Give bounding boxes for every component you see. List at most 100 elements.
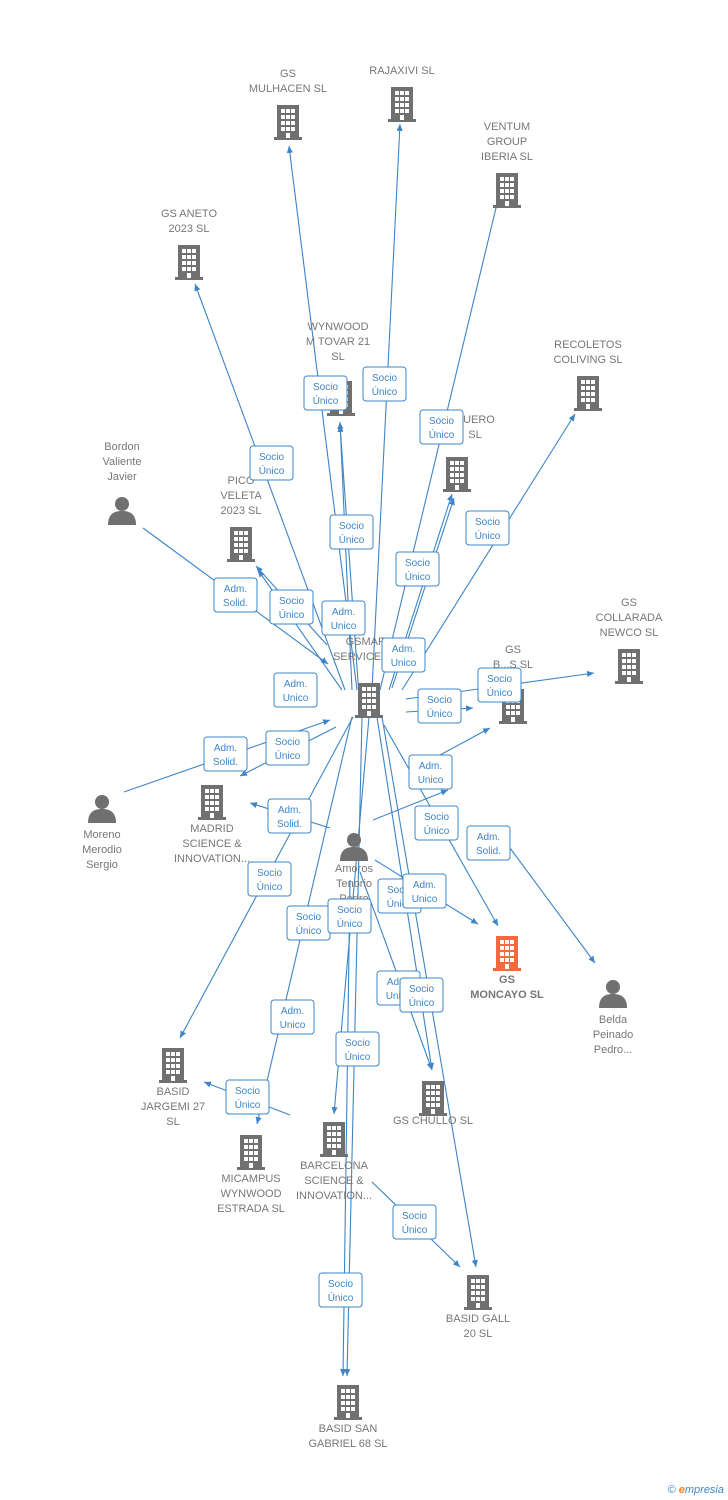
edge-label[interactable]: Adm.Unico — [402, 873, 447, 909]
edge-label-text: Socio — [313, 382, 338, 393]
edge-label-text: Adm. — [284, 679, 307, 690]
edge-label[interactable]: Adm. Unico — [381, 637, 426, 673]
edge-label-text: Único — [313, 394, 339, 407]
edge-label-text: Unico — [280, 1020, 306, 1031]
node-label: Pedro... — [594, 1044, 633, 1056]
edge-label[interactable]: Adm.Unico — [270, 999, 315, 1035]
edge-label-text: Único — [337, 917, 363, 930]
edge-label-box — [477, 667, 522, 703]
edge-label-text: Socio — [409, 984, 434, 995]
node-label: Amoros — [335, 863, 373, 875]
edge-label-text: Único — [409, 996, 435, 1009]
building-icon — [237, 1135, 265, 1170]
edge-label-text: Socio — [387, 885, 412, 896]
node-label: IBERIA SL — [481, 151, 533, 163]
edge-label-text: Socio — [279, 596, 304, 607]
edge-label-box — [225, 1079, 270, 1115]
node-rajaxivi[interactable]: RAJAXIVI SL — [369, 65, 435, 122]
node-label: GROUP — [487, 136, 527, 148]
edge-label-text: Único — [275, 749, 301, 762]
node-label: GS CHULLO SL — [393, 1115, 473, 1127]
edge-label[interactable]: Adm.Solid. — [213, 577, 258, 613]
node-label: GABRIEL 68 SL — [308, 1438, 387, 1450]
node-label: GS — [499, 974, 515, 986]
building-icon — [334, 1385, 362, 1420]
node-belda[interactable]: BeldaPeinadoPedro... — [593, 980, 633, 1056]
node-label: MADRID — [190, 823, 233, 835]
edge-label-text: Único — [405, 570, 431, 583]
edge-label[interactable]: Adm.Solid. — [466, 825, 511, 861]
edge-label-text: Único — [372, 385, 398, 398]
node-label: VENTUM — [484, 121, 530, 133]
building-icon — [443, 457, 471, 492]
brand-initial: e — [678, 1484, 685, 1496]
edge-label[interactable]: Adm.Solid. — [203, 736, 248, 772]
person-icon — [108, 497, 136, 525]
node-label: DUERO — [455, 414, 495, 426]
ownership-edge — [337, 421, 353, 691]
edge-label-text: Adm. — [392, 644, 415, 655]
edge-labels-layer: SocioÚnicoSocioÚnicoSocioÚnicoSocioÚnico… — [203, 366, 522, 1308]
node-label: 2023 SL — [169, 223, 210, 235]
node-amoros[interactable]: AmorosTenorioPedro — [335, 833, 373, 905]
edge-label[interactable]: Adm.Unico — [273, 672, 318, 708]
edge-label-box — [381, 637, 426, 673]
edge-label-box — [318, 1272, 363, 1308]
node-label: GS — [505, 644, 521, 656]
edge-label-box — [213, 577, 258, 613]
edge-label[interactable]: Adm.Unico — [321, 600, 366, 636]
ownership-edge — [194, 283, 346, 691]
node-ventum[interactable]: VENTUM GROUP IBERIA SL — [481, 121, 533, 208]
edge-label-box — [329, 514, 374, 550]
footer-brand[interactable]: © empresia — [668, 1484, 724, 1496]
edge-label-text: Único — [429, 428, 455, 441]
edge-label[interactable]: Adm.Unico — [408, 754, 453, 790]
edge-label-text: Socio — [337, 905, 362, 916]
node-label: 2023 SL — [221, 505, 262, 517]
edge-label-text: Unico — [391, 658, 417, 669]
node-gs-chullo[interactable]: GS CHULLO SL — [393, 1081, 473, 1127]
node-label: WYNWOOD — [307, 321, 368, 333]
edge-label[interactable]: Adm.Solid. — [267, 798, 312, 834]
building-icon — [419, 1081, 447, 1116]
edge-label-box — [327, 898, 372, 934]
edge-label-box — [417, 688, 462, 724]
